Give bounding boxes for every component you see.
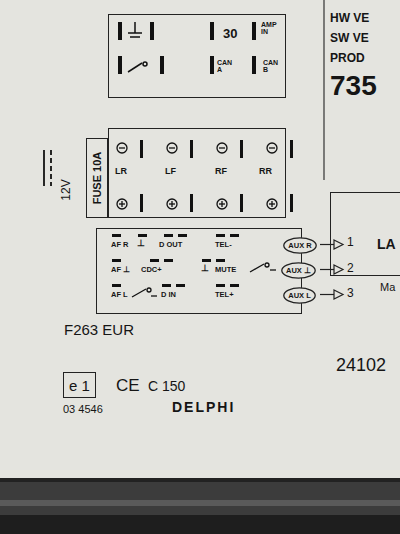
software-version: SW VE xyxy=(330,32,369,44)
approval-code: C 150 xyxy=(148,379,185,393)
power-connector: 30 AMP IN CAN A CAN B xyxy=(108,14,286,98)
serial-number: 24102 xyxy=(336,356,386,374)
speaker-connector: LR LF RF RR xyxy=(108,128,286,218)
node-text: LF xyxy=(165,167,176,176)
callout-number: 3 xyxy=(347,287,354,299)
node-text: RF xyxy=(215,167,227,176)
aux-oval: AUX ⊥ xyxy=(281,262,316,279)
node-text: TEL- xyxy=(215,241,232,249)
node-text: 30 xyxy=(223,27,237,40)
node-text: LA xyxy=(377,237,396,251)
fuse-box: FUSE 10A xyxy=(86,138,108,218)
signal-connector-pins xyxy=(112,234,239,287)
label-text: Ma xyxy=(380,282,395,293)
node-text: CAN B xyxy=(263,59,281,74)
node-text: AF ⊥ xyxy=(111,266,130,274)
node-text: ⊥ xyxy=(201,264,209,273)
hardware-version: HW VE xyxy=(330,12,369,24)
aux-oval: AUX R xyxy=(283,237,317,254)
callout-number: 2 xyxy=(347,262,354,274)
approval-number: 03 4546 xyxy=(63,404,103,415)
node-text: AF L xyxy=(111,291,128,299)
label-grid-lines xyxy=(323,0,324,180)
label-panel: LA xyxy=(330,192,400,276)
dc-symbol xyxy=(44,150,51,186)
approval-mark-box: e 1 xyxy=(63,372,96,398)
node-text: e 1 xyxy=(69,378,90,393)
node-text: RR xyxy=(259,167,272,176)
voltage-label: 12V xyxy=(60,179,72,200)
node-text: CAN A xyxy=(217,59,235,74)
node-text: AF R xyxy=(111,241,129,249)
radio-casing xyxy=(0,478,400,534)
node-text: LR xyxy=(115,167,127,176)
callout-arrows xyxy=(320,240,343,299)
node-text: AUX R xyxy=(288,242,311,250)
power-connector-pins xyxy=(118,22,256,74)
signal-connector: AF R⊥D OUTTEL-AF ⊥CDC+⊥MUTEAF LD INTEL+A… xyxy=(96,228,302,314)
aux-oval: AUX L xyxy=(283,287,316,304)
ce-mark: CE xyxy=(116,377,140,394)
node-text: ⊥ xyxy=(137,239,145,248)
node-text: TEL+ xyxy=(215,291,234,299)
part-number: 735 xyxy=(330,72,377,100)
node-text: FUSE 10A xyxy=(92,152,103,205)
node-text: MUTE xyxy=(215,266,236,274)
callout-number: 1 xyxy=(347,236,354,248)
maker-name: DELPHI xyxy=(172,400,235,414)
node-text: AUX L xyxy=(288,292,311,300)
node-text: D OUT xyxy=(159,241,182,249)
switch-symbols xyxy=(132,263,276,297)
node-text: AMP IN xyxy=(261,21,281,36)
node-text: D IN xyxy=(161,291,176,299)
model-code: F263 EUR xyxy=(64,322,134,337)
product-code: PROD xyxy=(330,52,365,64)
speaker-pins xyxy=(117,140,293,212)
node-text: CDC+ xyxy=(141,266,162,274)
node-text: AUX ⊥ xyxy=(286,267,311,275)
